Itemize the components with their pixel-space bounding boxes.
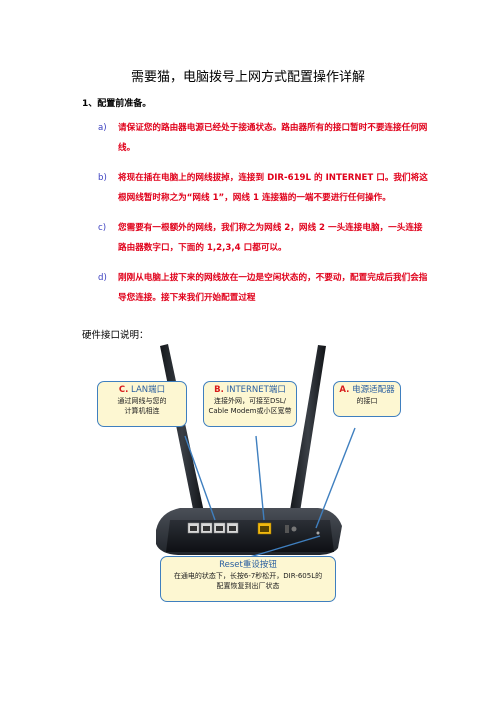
- list-item: a) 请保证您的路由器电源已经处于接通状态。路由器所有的接口暂时不要连接任何网线…: [98, 118, 428, 158]
- list-item: c) 您需要有一根额外的网线，我们称之为网线 2，网线 2 一头连接电脑，一头连…: [98, 218, 428, 258]
- callout-reset-button: Reset重设按钮 在通电的状态下，长按6-7秒松开，DIR-605L的 配置恢…: [160, 556, 336, 602]
- callout-lan-port: C. LAN端口 通过网线与您的 计算机相连: [97, 381, 187, 427]
- callout-line: Cable Modem或小区宽带: [208, 407, 292, 415]
- callout-line: 计算机相连: [124, 407, 160, 415]
- list-item: b) 将现在插在电脑上的网线拔掉，连接到 DIR-619L 的 INTERNET…: [98, 168, 428, 208]
- left-antenna: [160, 344, 204, 514]
- callout-power-port: A. 电源适配器 的接口: [333, 381, 401, 417]
- callout-heading: 电源适配器: [349, 385, 395, 395]
- doc-title: 需要猫，电脑拨号上网方式配置操作详解: [130, 70, 365, 85]
- callout-line: 通过网线与您的: [117, 397, 167, 405]
- list-item-label: c): [98, 223, 107, 233]
- list-item-text: 您需要有一根额外的网线，我们称之为网线 2，网线 2 一头连接电脑，一头连接路由…: [118, 223, 423, 253]
- list-item-text: 将现在插在电脑上的网线拔掉，连接到 DIR-619L 的 INTERNET 口。…: [118, 173, 428, 203]
- list-item: d) 刚刚从电脑上拔下来的网线放在一边是空闲状态的，不要动，配置完成后我们会指导…: [98, 268, 428, 308]
- callout-key: A.: [339, 385, 350, 395]
- callout-heading: LAN端口: [128, 385, 166, 395]
- list-item-text: 请保证您的路由器电源已经处于接通状态。路由器所有的接口暂时不要连接任何网线。: [118, 123, 428, 153]
- callout-key: C.: [118, 385, 129, 395]
- section-heading: 1、配置前准备。: [82, 99, 152, 109]
- leader-lines: [184, 427, 356, 561]
- list-item-text: 刚刚从电脑上拔下来的网线放在一边是空闲状态的，不要动，配置完成后我们会指导您连接…: [118, 273, 428, 303]
- hardware-heading: 硬件接口说明：: [82, 330, 149, 341]
- list-item-label: b): [98, 173, 107, 183]
- callout-line: 在通电的状态下，长按6-7秒松开，DIR-605L的: [173, 572, 323, 580]
- router-body: [156, 508, 342, 555]
- callout-line: 配置恢复到出厂状态: [216, 582, 280, 590]
- callout-heading: INTERNET端口: [223, 385, 286, 395]
- callout-line: 连接外网，可接至DSL/: [213, 397, 287, 405]
- callout-internet-port: B. INTERNET端口 连接外网，可接至DSL/ Cable Modem或小…: [203, 381, 297, 427]
- list-item-label: d): [98, 273, 107, 283]
- right-antenna: [290, 345, 326, 512]
- list-item-label: a): [98, 123, 107, 133]
- callout-line: 的接口: [356, 397, 378, 405]
- callout-heading: Reset重设按钮: [219, 560, 277, 570]
- callout-key: B.: [214, 385, 224, 395]
